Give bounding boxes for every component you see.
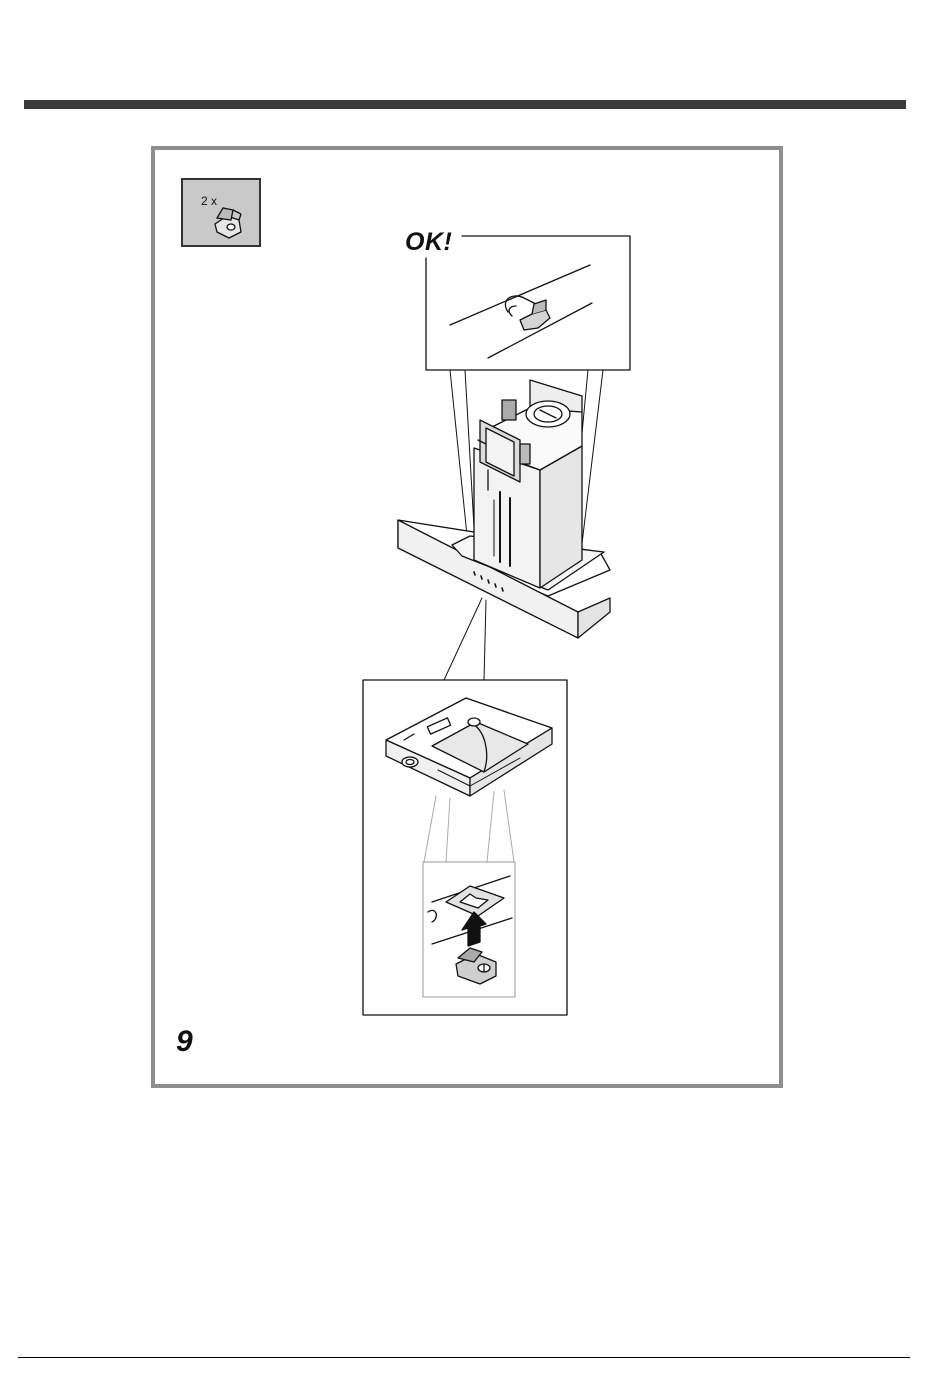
footer-rule	[18, 1357, 910, 1358]
arrow-up-icon	[462, 912, 486, 946]
clip-inset	[423, 862, 515, 997]
quantity-box: 2 x	[181, 178, 261, 247]
callout-bottom-leaders	[444, 598, 486, 680]
inset-leaders	[424, 790, 514, 862]
ok-label: OK!	[405, 228, 452, 257]
callout-top-box	[426, 236, 630, 370]
step-number: 9	[176, 1025, 193, 1059]
hood-body	[398, 380, 610, 638]
bracket-clip-icon	[181, 178, 261, 247]
